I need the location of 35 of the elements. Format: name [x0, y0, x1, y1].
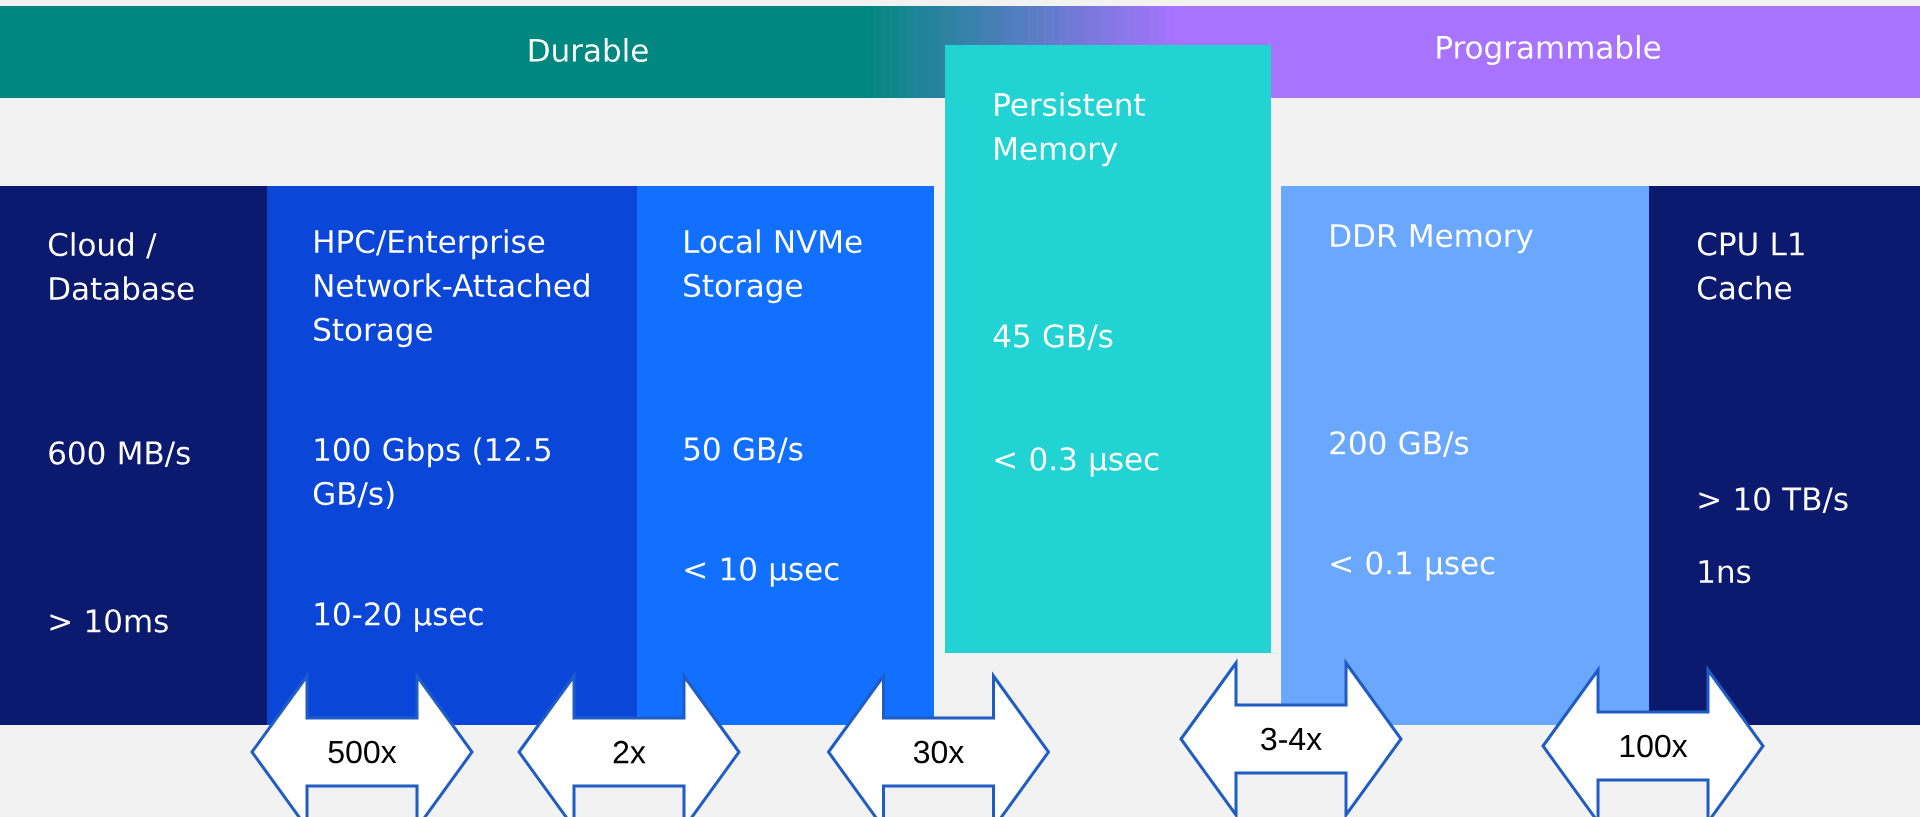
storage-column	[267, 186, 637, 725]
edge-label: 3-4x	[1261, 727, 1322, 751]
edge-label: 500x	[328, 740, 397, 764]
bandwidth-value: 45 GB/s	[993, 324, 1113, 351]
cache-column	[1649, 186, 1920, 725]
tier-name: Persistent Memory	[995, 92, 1145, 167]
latency-value: > 10ms	[50, 609, 168, 633]
tier-name: Cloud / Database	[48, 232, 194, 301]
bandwidth-value: 50 GB/s	[684, 437, 803, 464]
memory-column	[1281, 186, 1649, 725]
edge-label: 2x	[613, 740, 646, 764]
band-label: Durable	[529, 38, 648, 62]
bandwidth-value: 200 GB/s	[1330, 431, 1469, 458]
band-label: Programmable	[1437, 35, 1661, 65]
bandwidth-value: > 10 TB/s	[1699, 487, 1848, 514]
storage-column	[0, 186, 267, 725]
double-arrow	[250, 671, 474, 817]
edge-label: 100x	[1620, 734, 1688, 758]
latency-value: 10-20 µsec	[315, 602, 483, 632]
latency-value: < 0.3 µsec	[995, 447, 1159, 477]
tier-name: Local NVMe Storage	[684, 229, 862, 304]
latency-value: 1ns	[1699, 560, 1751, 584]
double-arrow	[517, 671, 741, 817]
tier-name: HPC/Enterprise Network-Attached Storage	[314, 229, 589, 348]
double-arrow	[1541, 665, 1765, 817]
memory-column	[945, 45, 1271, 653]
latency-value: < 10 µsec	[685, 557, 839, 587]
bandwidth-value: 100 Gbps (12.5 GB/s)	[313, 437, 550, 509]
edge-label: 30x	[913, 740, 964, 764]
storage-column	[637, 186, 934, 725]
latency-value: < 0.1 µsec	[1331, 551, 1495, 581]
double-arrow	[1179, 658, 1403, 817]
bandwidth-value: 600 MB/s	[49, 441, 190, 468]
tier-name: CPU L1 Cache	[1697, 232, 1804, 300]
tier-name: DDR Memory	[1331, 224, 1533, 254]
